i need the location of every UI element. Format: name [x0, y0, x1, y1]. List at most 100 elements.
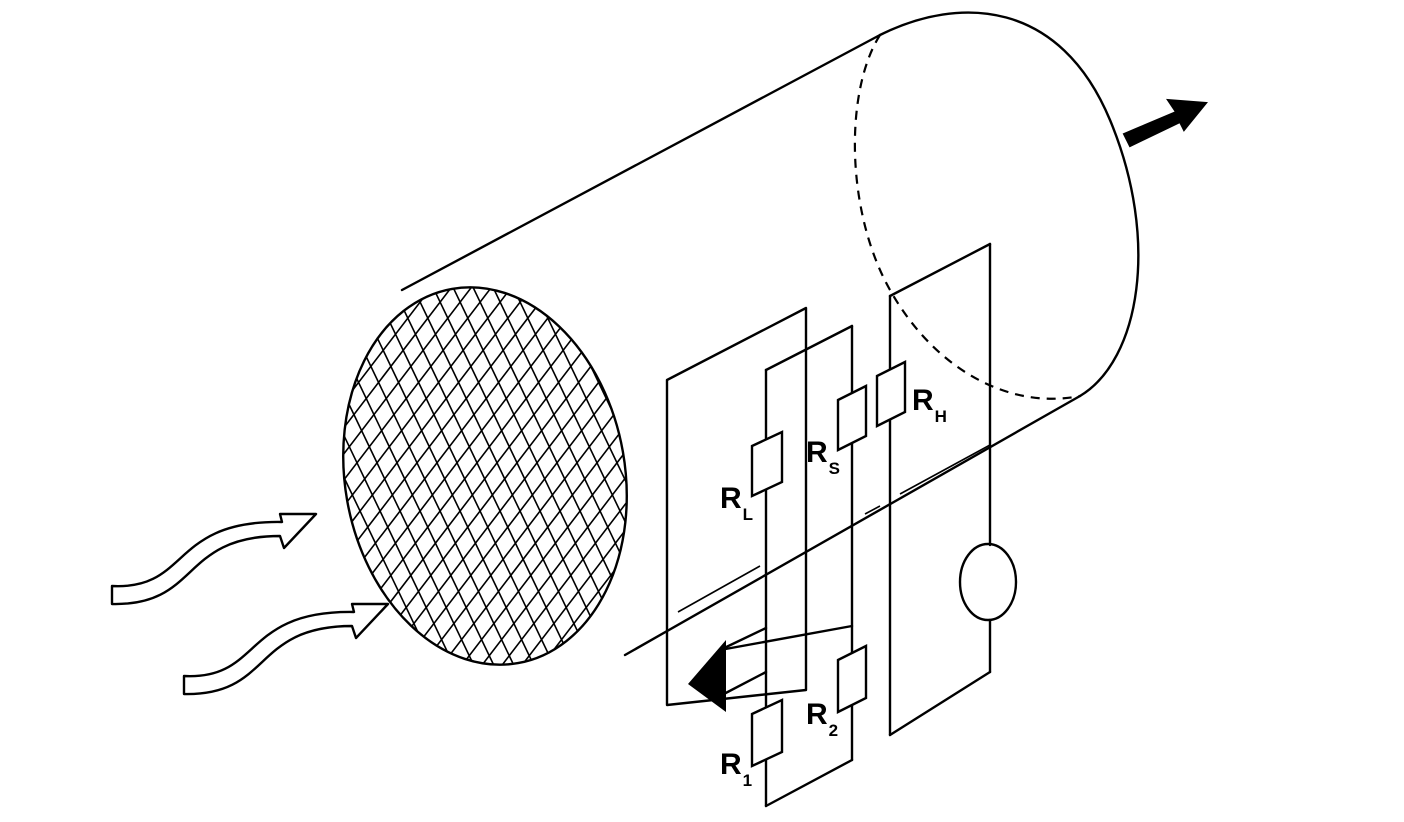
grid-line — [980, 250, 1340, 720]
grid-line — [0, 250, 220, 720]
grid-line — [439, 264, 656, 688]
grid-line — [314, 264, 521, 688]
resistor-r2-box — [836, 644, 868, 714]
section-line-2 — [864, 505, 881, 515]
section-line-1 — [677, 565, 761, 613]
grid-line — [0, 260, 80, 720]
outlet-arrow-shape — [1122, 98, 1208, 148]
grid-line — [0, 260, 200, 720]
resistor-labels: RL RS RH R1 R2 — [720, 384, 947, 790]
grid-line — [314, 264, 381, 688]
grid-line — [639, 264, 656, 688]
grid-line — [820, 250, 1180, 720]
grid-line — [0, 250, 240, 720]
inlet-flow-arrows — [110, 512, 390, 696]
grid-line — [900, 250, 1260, 720]
outlet-hidden-arc — [853, 34, 1081, 400]
grid-line — [0, 250, 180, 720]
grid-line — [314, 264, 501, 688]
grid-line — [0, 260, 220, 720]
grid-line — [314, 264, 561, 688]
cylinder-body — [400, 11, 1140, 657]
grid-line — [379, 264, 656, 688]
grid-line — [1060, 260, 1280, 720]
grid-line — [760, 260, 980, 720]
label-rs: RS — [806, 436, 840, 478]
grid-line — [60, 260, 280, 720]
grid-line — [940, 250, 1300, 720]
grid-line — [379, 264, 601, 688]
grid-line — [880, 250, 1240, 720]
grid-line — [314, 264, 481, 688]
grid-line — [519, 264, 656, 688]
outlet-end-arc — [878, 11, 1140, 398]
grid-line — [800, 250, 1160, 720]
grid-line — [314, 264, 421, 688]
grid-line — [960, 260, 1180, 720]
grid-line — [20, 260, 240, 720]
circuit-boards — [665, 242, 1018, 808]
inlet-face-outline — [342, 286, 628, 666]
label-rh: RH — [912, 384, 947, 426]
resistor-rs-box — [836, 384, 868, 452]
grid-line — [314, 264, 341, 688]
grid-line — [559, 264, 656, 688]
board-middle-top — [764, 324, 854, 372]
board-right — [875, 242, 1018, 737]
grid-line — [314, 264, 656, 688]
grid-line — [760, 250, 1120, 720]
grid-line — [740, 260, 960, 720]
current-arrow-icon — [688, 640, 726, 712]
grid-line — [0, 260, 180, 720]
grid-line — [740, 250, 1100, 720]
grid-line — [0, 260, 120, 720]
grid-line — [960, 250, 1320, 720]
grid-line — [920, 260, 1140, 720]
board-middle-crossbar-3 — [718, 626, 768, 652]
grid-line — [0, 250, 280, 720]
grid-line — [0, 250, 300, 720]
cylinder-top-edge — [400, 33, 882, 292]
grid-line — [0, 250, 260, 720]
grid-line — [860, 260, 1080, 720]
monolith-face — [0, 250, 1360, 720]
grid-line — [920, 250, 1280, 720]
label-rl: RL — [720, 482, 753, 524]
grid-line — [980, 260, 1200, 720]
grid-line — [314, 264, 341, 688]
grid-line — [479, 264, 656, 688]
grid-line — [479, 264, 656, 688]
grid-line — [314, 264, 601, 688]
grid-line — [1000, 250, 1360, 720]
grid-line — [1020, 260, 1240, 720]
board-right-top — [888, 242, 992, 298]
grid-line — [319, 264, 541, 688]
grid-line — [314, 264, 581, 688]
grid-line — [840, 260, 1060, 720]
resistor-r1-box — [750, 698, 784, 768]
grid-line — [1040, 260, 1260, 720]
grid-line — [900, 260, 1120, 720]
grid-line — [0, 260, 160, 720]
grid-line — [80, 260, 300, 720]
board-middle-bottom — [764, 758, 854, 808]
grid-line — [314, 264, 381, 688]
grid-line — [639, 264, 656, 688]
grid-line — [314, 264, 461, 688]
grid-line — [314, 264, 401, 688]
resistor-rh-box — [875, 360, 907, 428]
grid-line — [314, 264, 321, 688]
wavy-arrow-upper — [110, 512, 318, 606]
resistor-rl-box — [750, 430, 784, 498]
board-right-bottom — [888, 670, 992, 737]
grid-line — [314, 264, 321, 688]
monolith-grid — [0, 250, 1360, 720]
meter-icon — [958, 542, 1018, 622]
outlet-arrow — [1122, 98, 1208, 148]
grid-line — [0, 250, 160, 720]
grid-line — [0, 250, 200, 720]
grid-line — [359, 264, 581, 688]
wavy-arrow-lower — [182, 602, 390, 696]
